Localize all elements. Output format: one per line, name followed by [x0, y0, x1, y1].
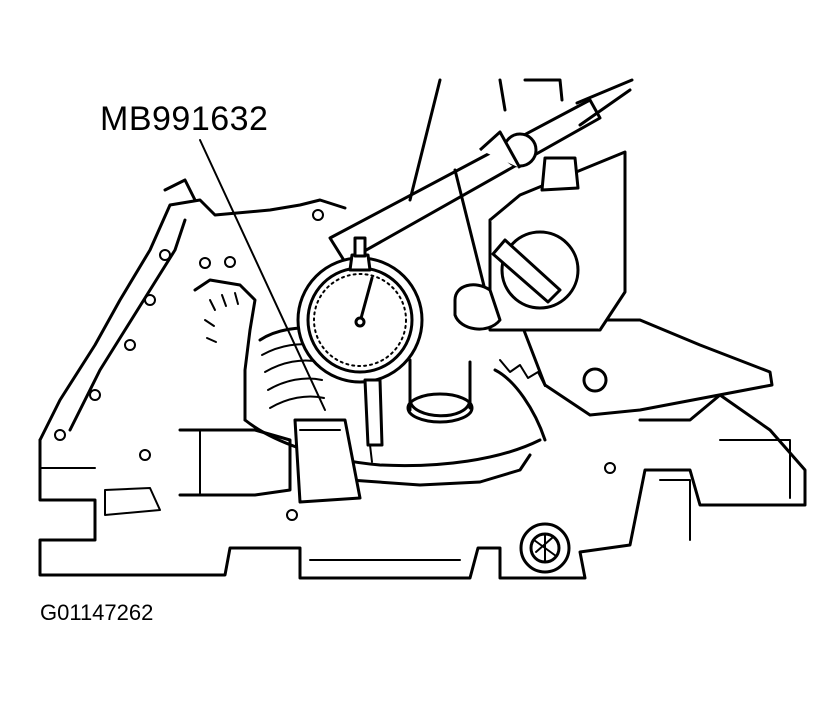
special-tool-mb991632	[293, 418, 362, 504]
indicator-arm	[328, 78, 634, 331]
transmission-case	[38, 178, 807, 580]
drain-plug	[519, 522, 571, 574]
bolt-holes	[54, 209, 616, 521]
magnetic-base	[488, 150, 774, 417]
callout-leader-line	[199, 139, 326, 411]
figure-id-label: G01147262	[40, 600, 154, 625]
dial-gauge	[296, 236, 424, 463]
input-shaft	[406, 358, 474, 424]
tool-callout-label: MB991632	[100, 100, 269, 138]
gear-assembly	[178, 278, 556, 497]
